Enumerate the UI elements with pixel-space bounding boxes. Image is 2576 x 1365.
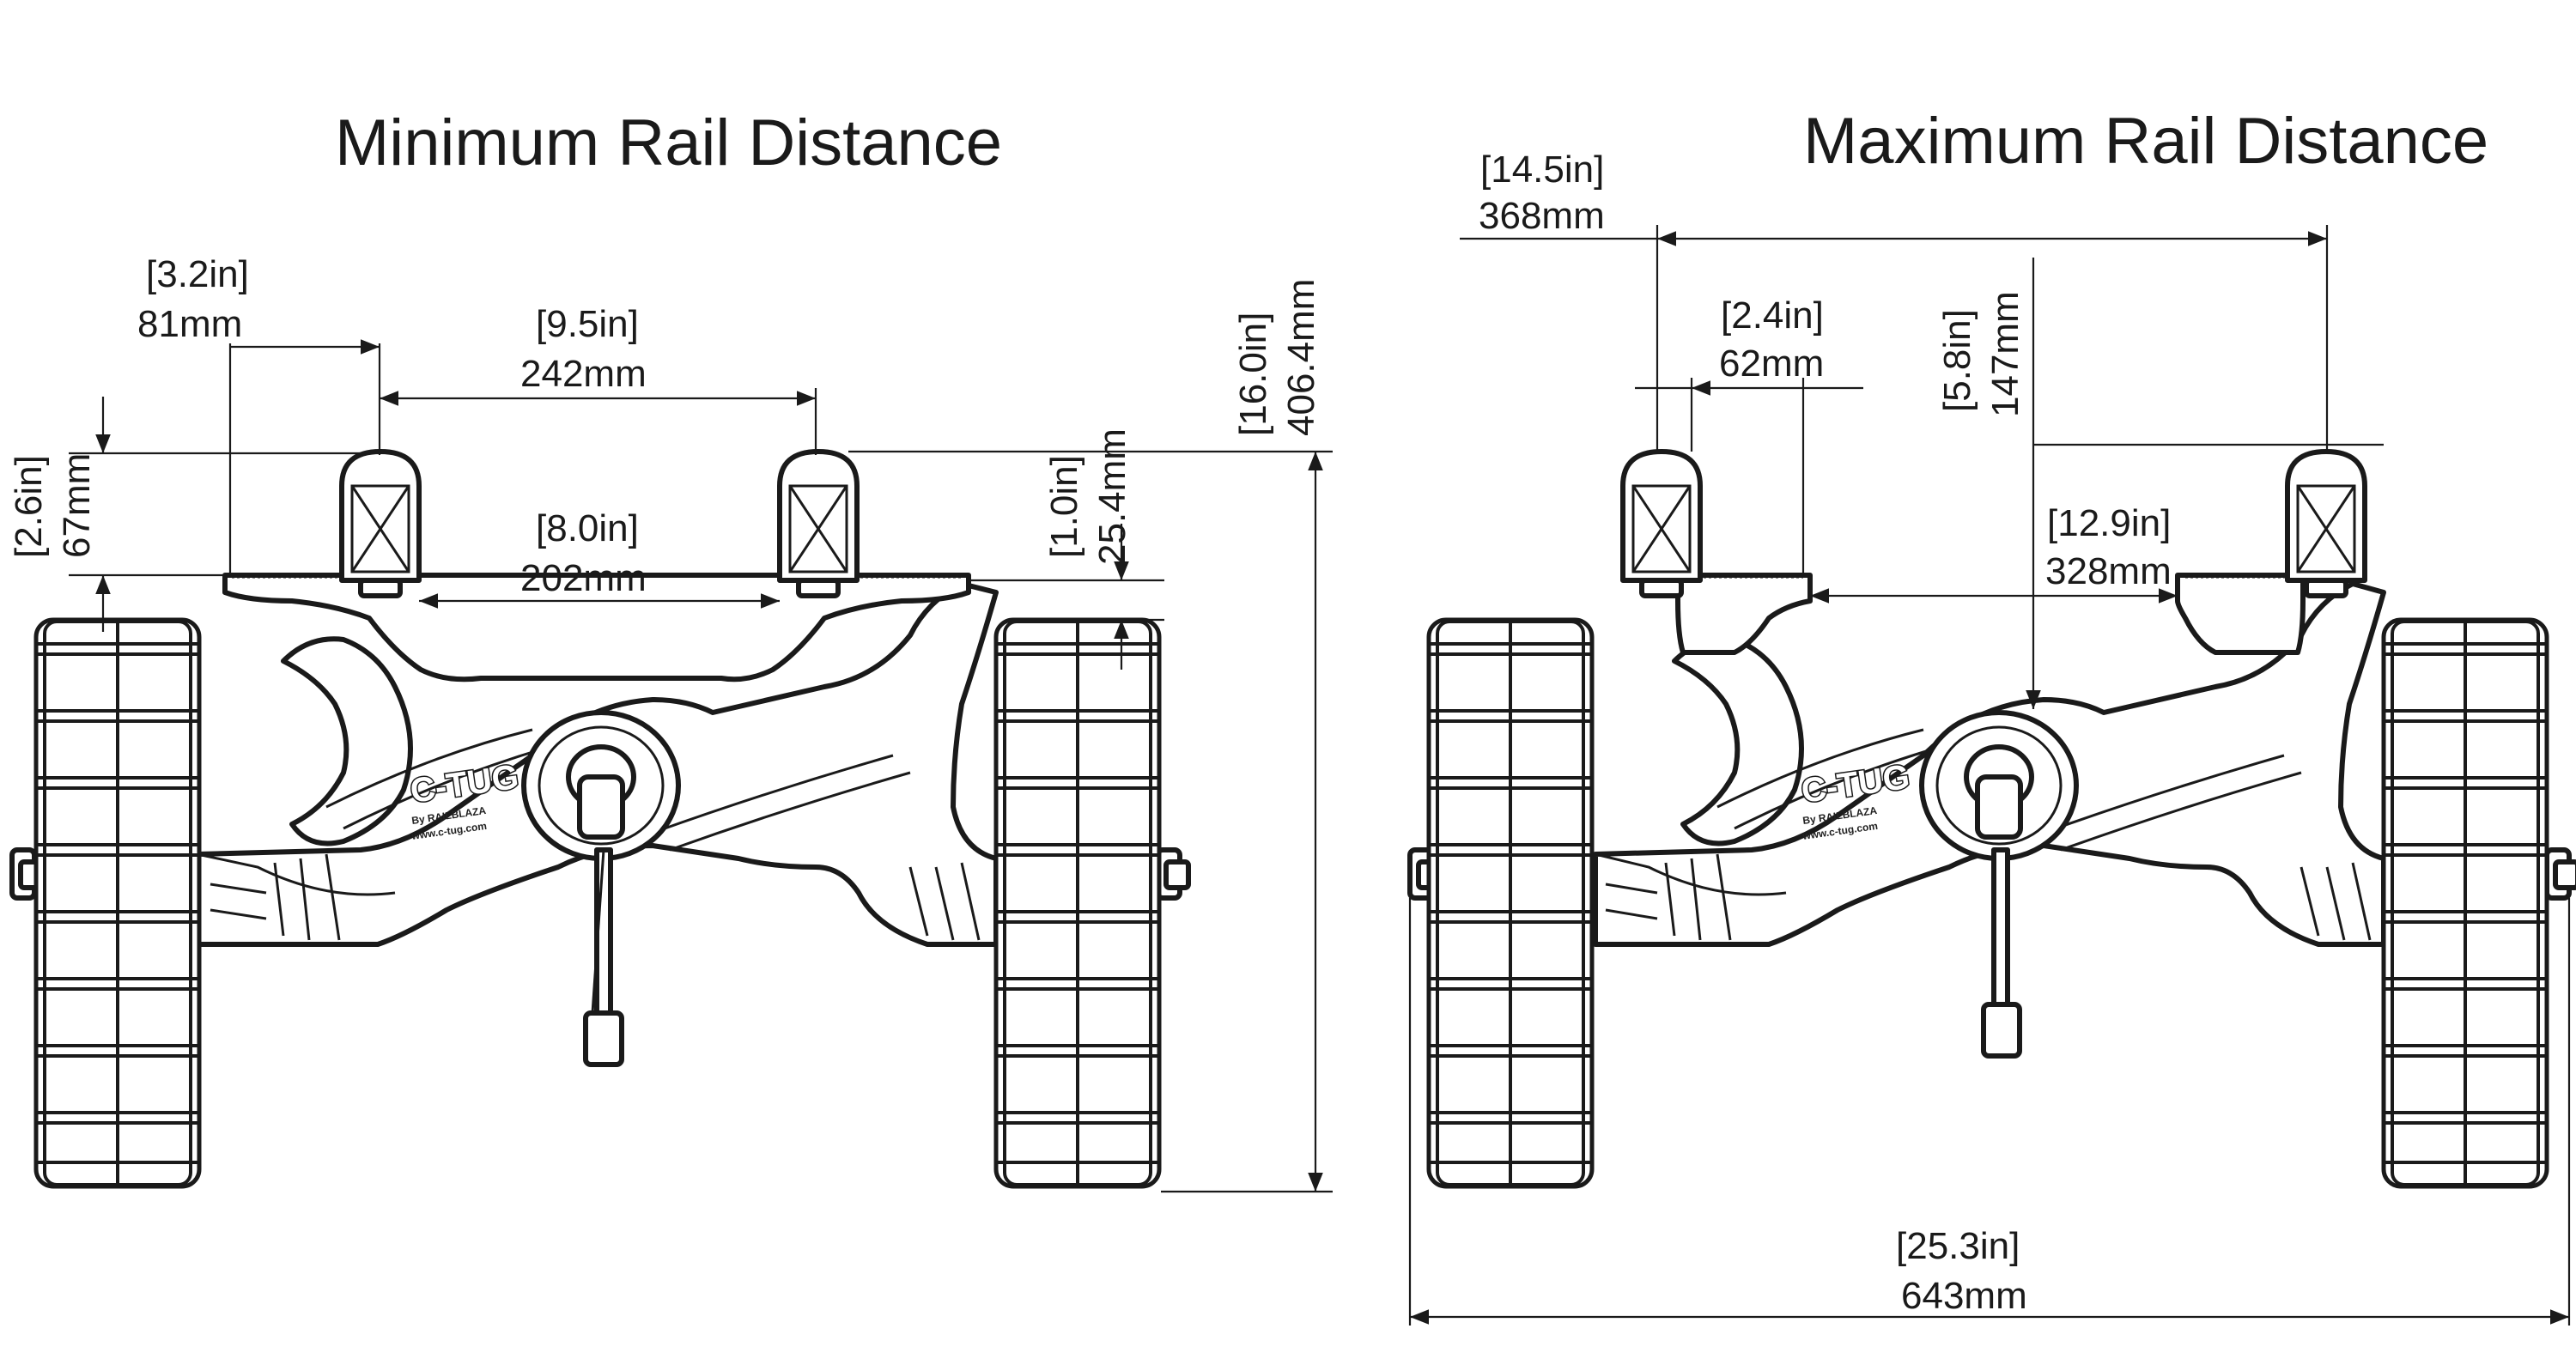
dim-outer-offset-in: [3.2in] (146, 253, 249, 295)
dimensions-maximum: [14.5in] 368mm [2.4in] 62mm [5.8in] 147m… (1408, 149, 2571, 1326)
kickstand-icon (583, 847, 624, 1067)
dim-rail-inner-in: [8.0in] (536, 507, 639, 549)
rail-plate-right (2175, 573, 2306, 655)
dim-rail-center-in: [9.5in] (536, 303, 639, 345)
dim-max-height-mm: 147mm (1984, 291, 2026, 417)
cart-maximum-view: C-TUG By RAILBLAZA www.c-tug.com (1410, 452, 2576, 1186)
dim-max-offset-in: [2.4in] (1721, 294, 1824, 337)
title-minimum-rail-distance: Minimum Rail Distance (335, 106, 1002, 179)
rail-roller-icon (2287, 452, 2365, 596)
dim-max-offset-mm: 62mm (1719, 343, 1824, 385)
rail-roller-icon (1623, 452, 1700, 596)
kickstand-icon (1981, 847, 2022, 1059)
dim-max-rail-inner-in: [12.9in] (2047, 502, 2171, 544)
wheel-icon (1429, 620, 1592, 1186)
dimensions-minimum: [3.2in] 81mm [9.5in] 242mm [8.0in] 202mm… (8, 253, 1333, 1193)
dim-max-rail-center-in: [14.5in] (1480, 149, 1604, 191)
dim-rail-gap-mm: 25.4mm (1091, 428, 1133, 565)
dim-max-height-in: [5.8in] (1936, 309, 1978, 412)
dim-rail-height-in: [2.6in] (8, 455, 50, 558)
dim-max-rail-inner-mm: 328mm (2045, 550, 2172, 592)
title-maximum-rail-distance: Maximum Rail Distance (1803, 105, 2488, 178)
dim-rail-height-mm: 67mm (56, 453, 98, 558)
dim-outer-offset-mm: 81mm (137, 303, 242, 345)
rail-plate-left (1675, 573, 1813, 655)
dim-total-height-in: [16.0in] (1232, 312, 1274, 436)
frame-arm-left (1672, 636, 1804, 846)
cart-minimum-view: C-TUG By RAILBLAZA www.c-tug.com (12, 452, 1188, 1186)
dim-max-rail-center-mm: 368mm (1479, 195, 1605, 237)
wheel-icon (2384, 620, 2547, 1186)
dim-overall-width-mm: 643mm (1901, 1275, 2027, 1317)
dim-rail-inner-mm: 202mm (520, 557, 647, 599)
hub-icon (1919, 710, 2079, 861)
dim-rail-gap-in: [1.0in] (1043, 455, 1085, 558)
wheel-icon (996, 620, 1159, 1186)
rail-plate (222, 573, 971, 682)
dim-rail-center-mm: 242mm (520, 353, 647, 395)
rail-roller-icon (342, 452, 419, 596)
wheel-icon (36, 620, 199, 1186)
rail-roller-icon (780, 452, 857, 596)
dim-total-height-mm: 406.4mm (1280, 279, 1322, 436)
frame-arm-left (281, 636, 413, 846)
hub-icon (521, 710, 681, 861)
dim-overall-width-in: [25.3in] (1896, 1225, 2020, 1267)
